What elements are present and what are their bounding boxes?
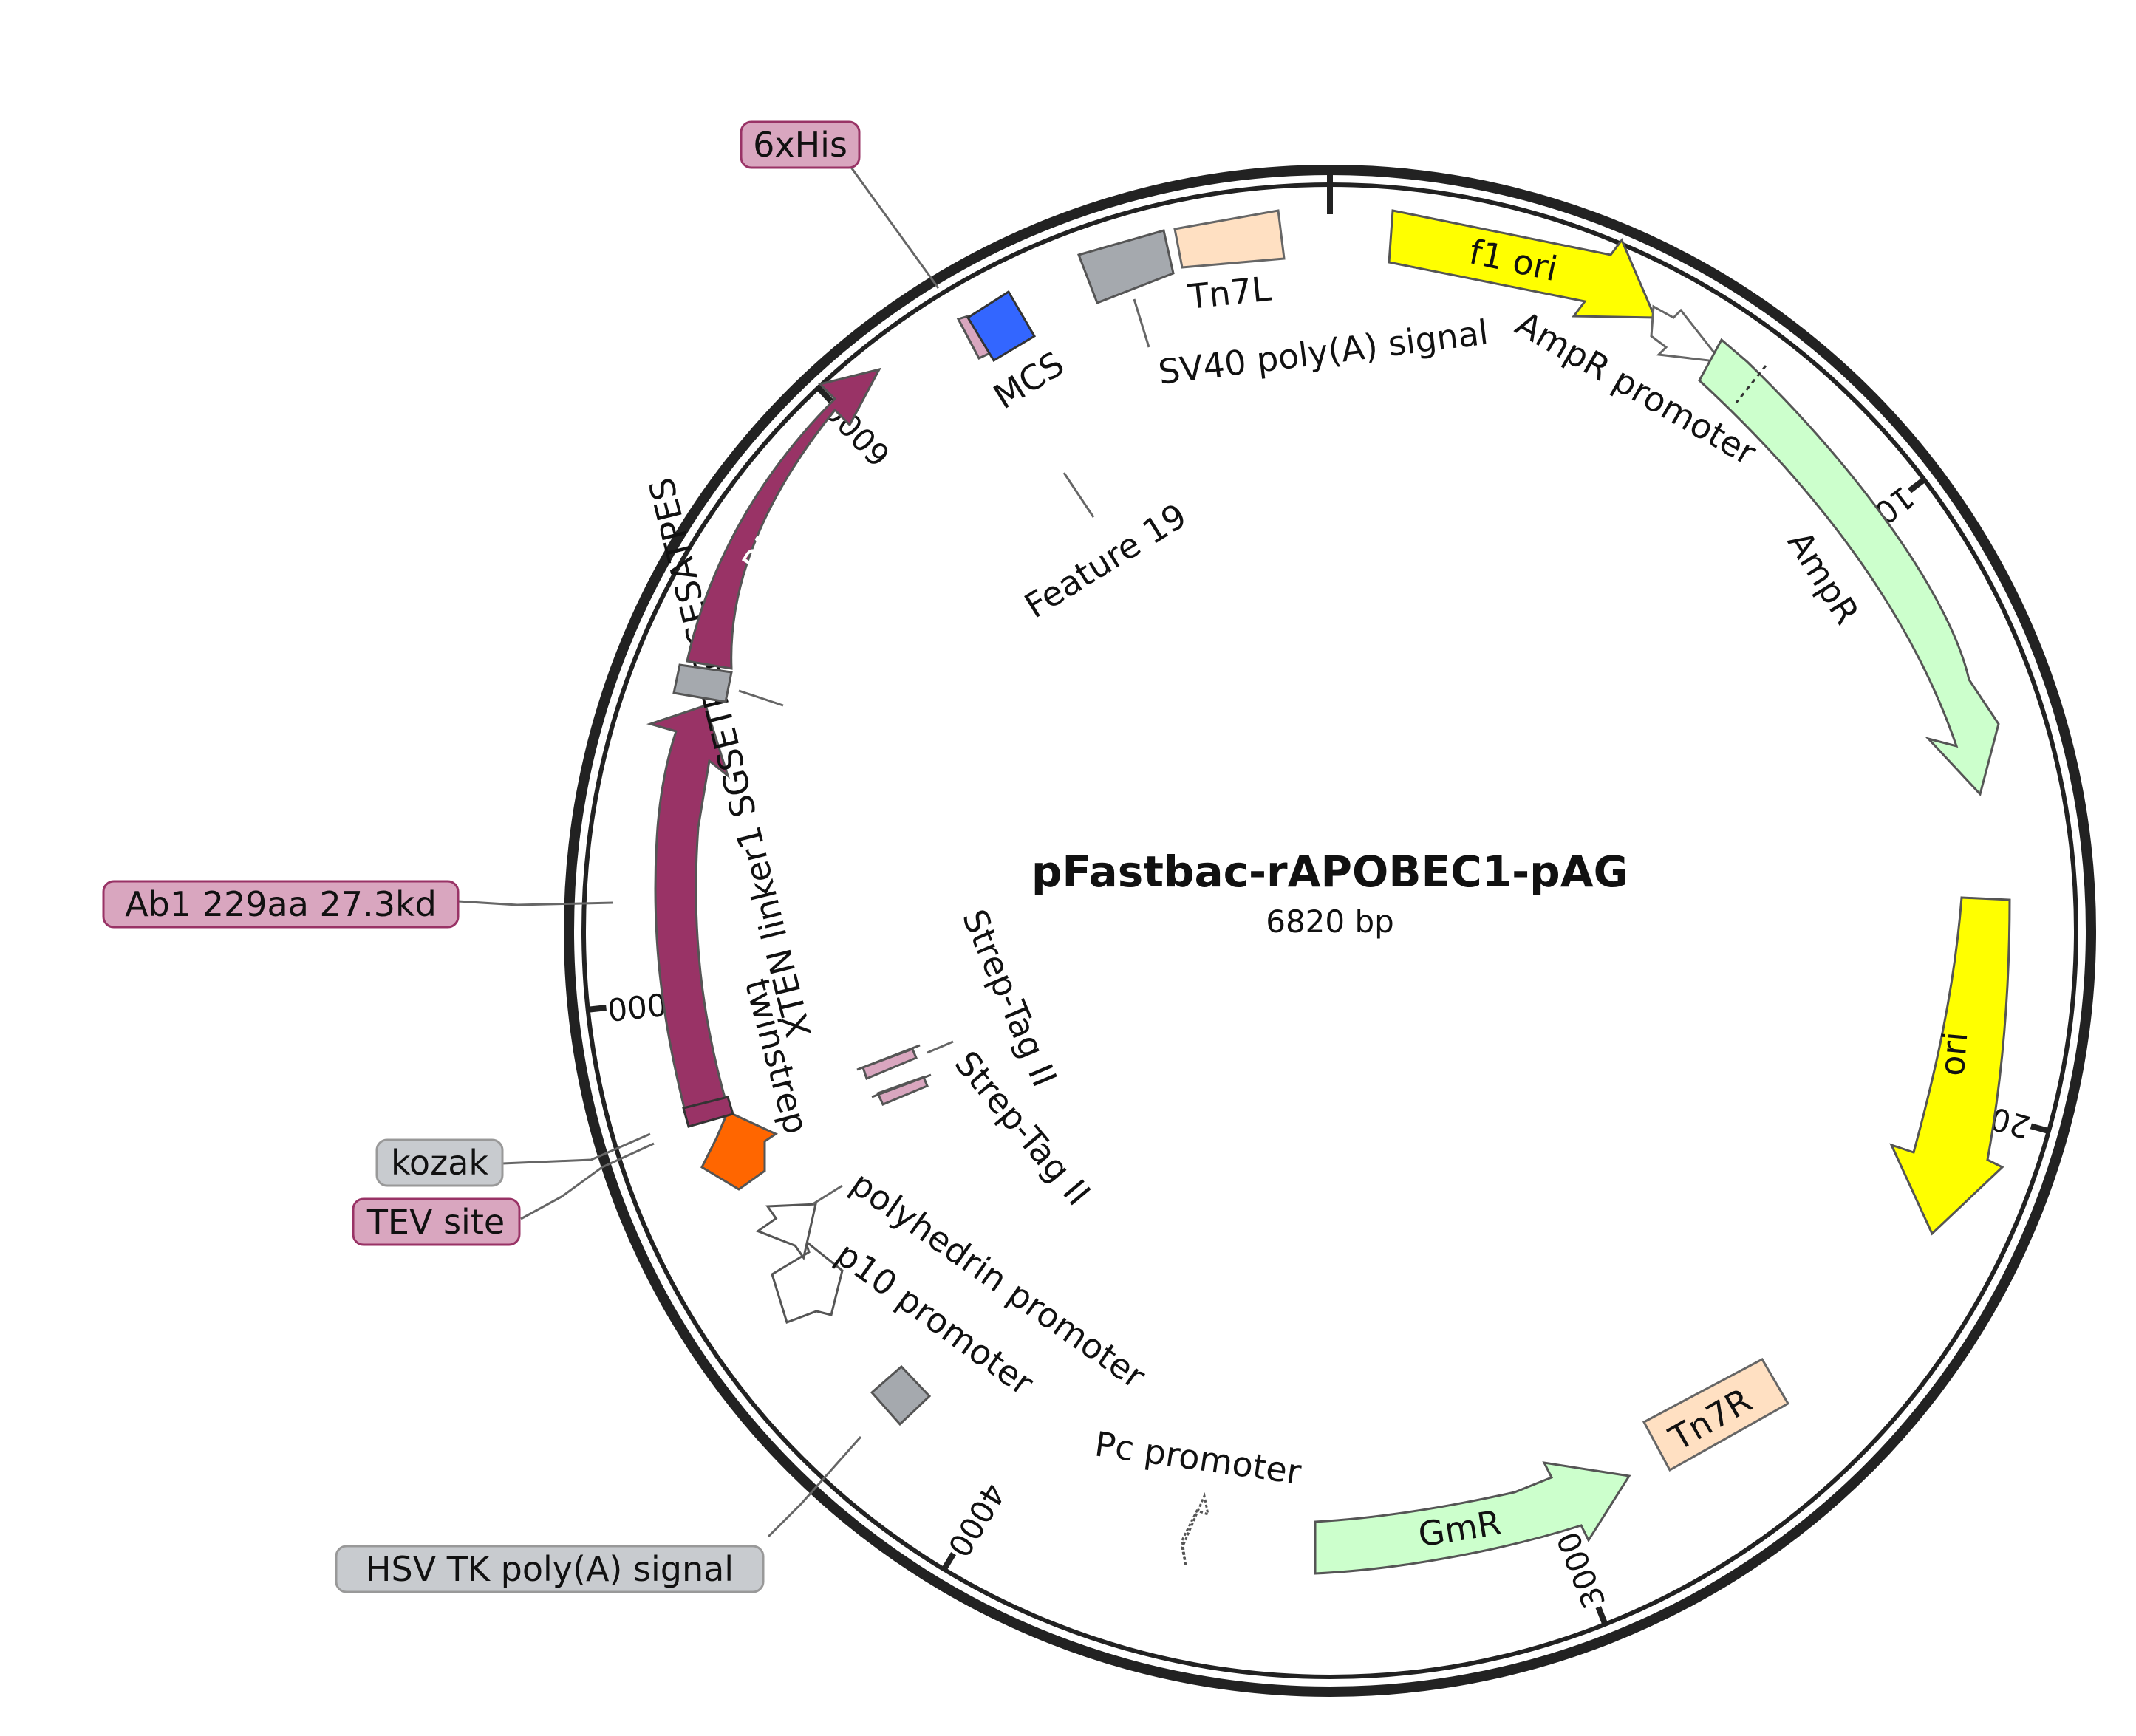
pc-promoter-label: Pc promoter [1092, 1424, 1303, 1492]
ab1-arrow[interactable] [646, 704, 730, 1121]
ampr-promoter-junction [1735, 365, 1767, 403]
xten-leader [738, 689, 784, 707]
his-callout-box[interactable] [740, 120, 861, 169]
xten-box[interactable] [672, 663, 733, 703]
tn7l-label: Tn7L [1186, 268, 1274, 317]
tick-2000 [2030, 1123, 2051, 1135]
hsv-tk-box[interactable] [870, 1364, 932, 1426]
plasmid-length: 6820 bp [1266, 903, 1394, 940]
ampr-promoter-arrow [1650, 304, 1724, 363]
polyhedrin-leader [812, 1184, 843, 1206]
f1-ori-arrow[interactable] [1388, 209, 1657, 319]
strep-tag-leader [927, 1040, 954, 1054]
tev-callout-label: TEV site [366, 1202, 505, 1242]
kozak-leader [502, 1132, 651, 1165]
mcs-box[interactable] [966, 290, 1037, 363]
tick-4000 [941, 1551, 956, 1573]
sv40-box[interactable] [1077, 229, 1175, 304]
p10-promoter-arrow [771, 1237, 844, 1324]
pag-arrow[interactable] [686, 367, 881, 670]
feature19-leader [1062, 472, 1095, 518]
his-callout-label: 6xHis [753, 125, 847, 165]
strep-tag-tick-2 [871, 1073, 932, 1098]
gmr-arrow[interactable] [1314, 1461, 1631, 1575]
kozak-callout-label: kozak [391, 1143, 488, 1183]
feature19-label: Feature 19 [1017, 496, 1193, 626]
strep-tag-segment-2 [876, 1076, 929, 1106]
kozak-callout-box[interactable] [375, 1138, 504, 1187]
tick-5000 [586, 1005, 607, 1013]
tick-3000 [1595, 1606, 1608, 1627]
pc-promoter-arrow [1181, 1491, 1209, 1567]
plasmid-name: pFastbac-rAPOBEC1-pAG [1031, 847, 1628, 897]
polyhedrin-promoter-arrow [755, 1203, 817, 1261]
tn7l-box[interactable] [1173, 209, 1286, 269]
hsv-tk-callout-box[interactable] [335, 1545, 765, 1593]
ab1-leader [457, 900, 614, 906]
ori-arrow[interactable] [1889, 896, 2011, 1236]
ab1-callout-box[interactable] [102, 880, 460, 929]
tn7r-box[interactable] [1642, 1357, 1790, 1472]
hsv-tk-leader [767, 1436, 862, 1538]
tick-1000 [1908, 476, 1928, 493]
tev-callout-box[interactable] [352, 1197, 521, 1246]
tick-label-4000: 4000 [941, 1477, 1012, 1563]
tick-label-3000: 3000 [1550, 1527, 1613, 1613]
ab1-callout-label: Ab1 229aa 27.3kd [125, 884, 437, 924]
ori-label: ori [1932, 1030, 1976, 1077]
ampr-arrow[interactable] [1698, 338, 2000, 797]
hsv-tk-callout-label: HSV TK poly(A) signal [366, 1549, 734, 1589]
sv40-label: SV40 poly(A) signal [1156, 312, 1490, 392]
kozak-arrow[interactable] [700, 1110, 779, 1191]
tev-leader [520, 1142, 655, 1220]
tick-6000 [815, 384, 833, 403]
sv40-leader [1133, 298, 1150, 348]
strep-tag-tick-1 [856, 1044, 921, 1071]
his-leader [841, 154, 940, 289]
twinstrep-segment [682, 1096, 734, 1128]
